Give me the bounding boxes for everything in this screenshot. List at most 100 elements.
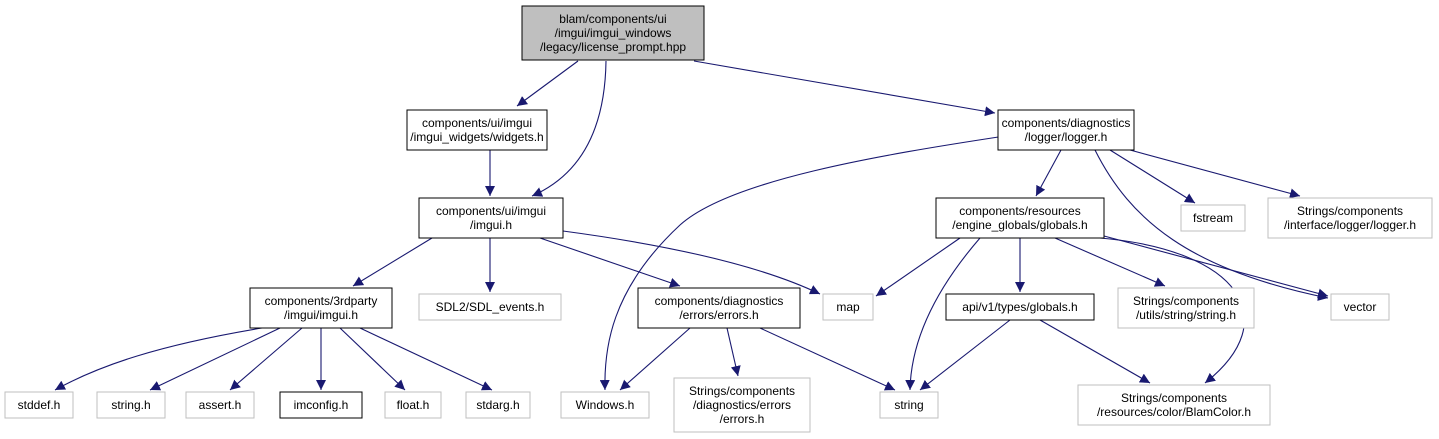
node-label-line: components/3rdparty	[265, 294, 378, 308]
node-box	[418, 197, 564, 239]
node-box	[822, 293, 874, 321]
node-box	[935, 197, 1105, 239]
node-label-line: /interface/logger/logger.h	[1284, 218, 1416, 232]
edge-logger-to-vector	[1094, 149, 1329, 301]
node-map[interactable]: map	[822, 293, 874, 321]
node-box	[1117, 287, 1255, 329]
node-label-line: /diagnostics/errors	[693, 398, 791, 412]
edge-api-to-string	[919, 319, 1011, 391]
node-label-line: stddef.h	[18, 398, 61, 412]
edge-third-to-stringh	[149, 327, 281, 391]
node-box	[521, 5, 705, 61]
node-imgui[interactable]: components/ui/imgui/imgui.h	[418, 197, 564, 239]
edge-errors-to-string	[759, 327, 896, 391]
node-str_logger[interactable]: Strings/components/interface/logger/logg…	[1267, 197, 1433, 239]
edge-imgui-to-errors	[539, 237, 681, 288]
node-label-line: Strings/components	[689, 384, 795, 398]
nodes-layer: blam/components/ui/imgui/imgui_windows/l…	[4, 5, 1433, 433]
node-third[interactable]: components/3rdparty/imgui/imgui.h	[249, 287, 393, 329]
node-label-line: assert.h	[199, 398, 242, 412]
edge-imgui-to-third	[352, 237, 433, 287]
node-root[interactable]: blam/components/ui/imgui/imgui_windows/l…	[521, 5, 705, 61]
node-box	[96, 391, 166, 419]
edge-third-to-stddef	[54, 327, 263, 391]
node-vector[interactable]: vector	[1330, 293, 1390, 321]
node-box	[465, 391, 531, 419]
node-box	[4, 391, 74, 419]
node-box	[279, 391, 363, 419]
node-label-line: Strings/components	[1133, 294, 1239, 308]
edge-errors-to-str_errors	[726, 327, 741, 377]
edge-root-to-widgets	[516, 60, 579, 107]
node-label-line: Strings/components	[1121, 391, 1227, 405]
node-label-line: /resources/color/BlamColor.h	[1097, 405, 1251, 419]
edge-root-to-imgui	[531, 60, 607, 197]
node-box	[945, 293, 1095, 321]
node-label-line: /engine_globals/globals.h	[952, 218, 1087, 232]
node-box	[1180, 204, 1246, 232]
node-label-line: api/v1/types/globals.h	[962, 300, 1077, 314]
node-windows[interactable]: Windows.h	[560, 391, 650, 419]
node-box	[879, 391, 939, 419]
node-api[interactable]: api/v1/types/globals.h	[945, 293, 1095, 321]
node-label-line: Windows.h	[576, 398, 635, 412]
edge-root-to-logger	[693, 60, 996, 117]
node-fstream[interactable]: fstream	[1180, 204, 1246, 232]
node-label-line: float.h	[397, 398, 430, 412]
node-label-line: blam/components/ui	[559, 12, 666, 26]
node-stringh[interactable]: string.h	[96, 391, 166, 419]
edge-globals-to-string	[905, 237, 981, 391]
edge-logger-to-windows	[599, 135, 1006, 391]
node-label-line: components/ui/imgui	[422, 116, 532, 130]
edge-errors-to-windows	[619, 327, 691, 391]
edge-api-to-blamcolor	[1039, 319, 1151, 384]
node-label-line: map	[836, 300, 860, 314]
edge-imgui-to-map	[562, 230, 821, 295]
node-box	[406, 109, 548, 151]
node-label-line: /imgui/imgui.h	[284, 308, 358, 322]
node-label-line: components/resources	[959, 204, 1080, 218]
node-label-line: /logger/logger.h	[1025, 130, 1108, 144]
node-box	[418, 293, 562, 321]
node-box	[673, 377, 811, 433]
node-str_string[interactable]: Strings/components/utils/string/string.h	[1117, 287, 1255, 329]
node-label-line: components/diagnostics	[655, 294, 784, 308]
node-label-line: vector	[1344, 300, 1377, 314]
node-label-line: Strings/components	[1297, 204, 1403, 218]
node-box	[384, 391, 442, 419]
node-box	[560, 391, 650, 419]
node-box	[1267, 197, 1433, 239]
edges-layer	[54, 60, 1329, 391]
node-sdl[interactable]: SDL2/SDL_events.h	[418, 293, 562, 321]
node-label-line: /legacy/license_prompt.hpp	[540, 40, 686, 54]
edge-logger-to-fstream	[1109, 149, 1196, 204]
node-string[interactable]: string	[879, 391, 939, 419]
node-box	[1077, 384, 1271, 426]
edge-logger-to-str_logger	[1129, 149, 1301, 199]
node-logger[interactable]: components/diagnostics/logger/logger.h	[997, 109, 1135, 151]
node-label-line: /errors.h	[720, 412, 765, 426]
node-box	[249, 287, 393, 329]
node-label-line: /imgui.h	[470, 218, 512, 232]
node-widgets[interactable]: components/ui/imgui/imgui_widgets/widget…	[406, 109, 548, 151]
node-label-line: string.h	[111, 398, 150, 412]
node-assert[interactable]: assert.h	[185, 391, 255, 419]
node-box	[637, 287, 801, 329]
node-float[interactable]: float.h	[384, 391, 442, 419]
node-label-line: /utils/string/string.h	[1136, 308, 1236, 322]
node-label-line: string	[894, 398, 923, 412]
node-label-line: /errors/errors.h	[679, 308, 758, 322]
node-str_errors[interactable]: Strings/components/diagnostics/errors/er…	[673, 377, 811, 433]
node-stdarg[interactable]: stdarg.h	[465, 391, 531, 419]
node-globals[interactable]: components/resources/engine_globals/glob…	[935, 197, 1105, 239]
node-box	[997, 109, 1135, 151]
node-errors[interactable]: components/diagnostics/errors/errors.h	[637, 287, 801, 329]
edge-logger-to-globals	[1035, 149, 1062, 197]
node-blamcolor[interactable]: Strings/components/resources/color/BlamC…	[1077, 384, 1271, 426]
edge-third-to-float	[339, 327, 406, 391]
node-imconfig[interactable]: imconfig.h	[279, 391, 363, 419]
node-label-line: SDL2/SDL_events.h	[436, 300, 545, 314]
node-stddef[interactable]: stddef.h	[4, 391, 74, 419]
node-label-line: fstream	[1193, 211, 1233, 225]
